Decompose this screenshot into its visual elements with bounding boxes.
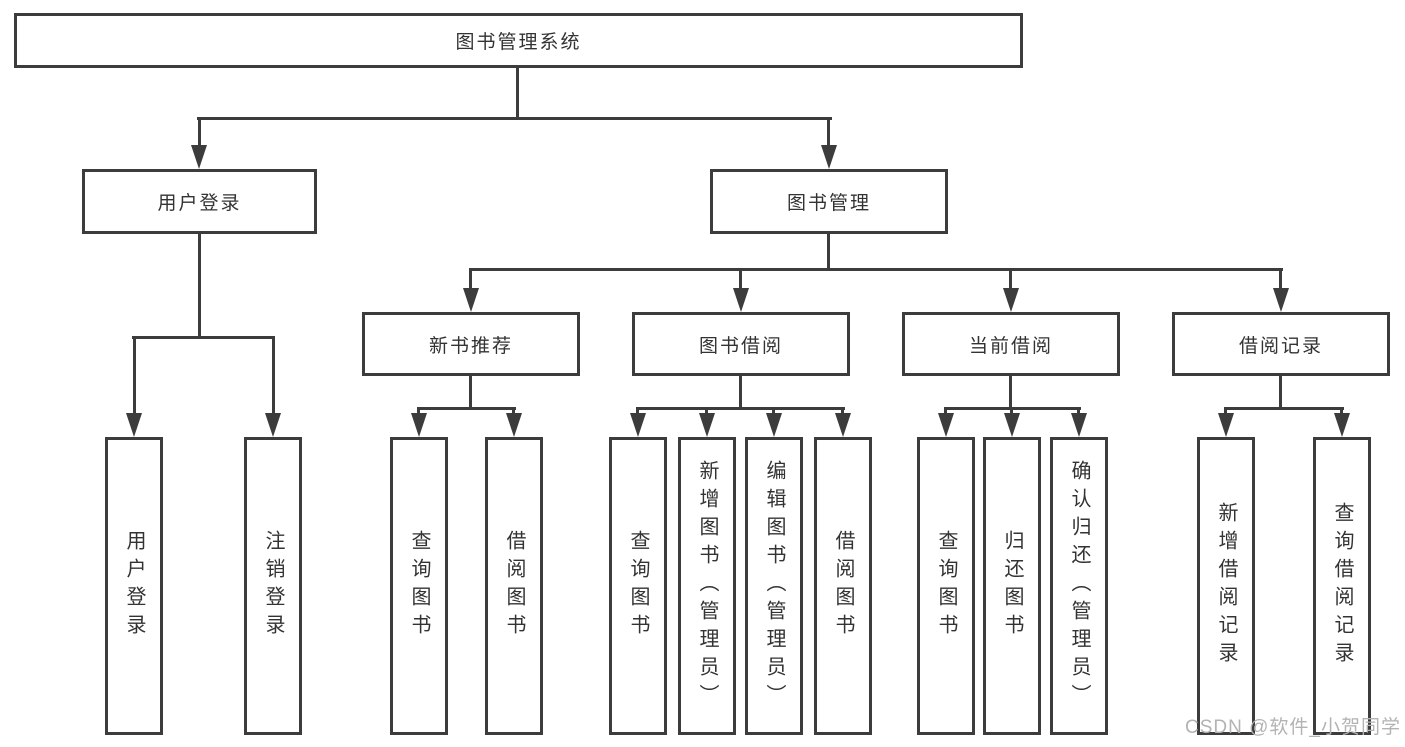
arrow-down-icon [265, 413, 281, 437]
arrow-down-icon [821, 145, 837, 169]
arrow-down-icon [1003, 288, 1019, 312]
connector-hline [469, 268, 1283, 271]
arrow-down-icon [126, 413, 142, 437]
connector-vline [272, 336, 275, 416]
node-new-book-recommendation: 新书推荐 [362, 312, 580, 376]
connector-vline [944, 407, 947, 416]
leaf-logout: 注销登录 [244, 437, 302, 735]
connector-vline [739, 268, 742, 292]
arrow-down-icon [506, 413, 522, 437]
leaf-query-books-recommend: 查询图书 [390, 437, 448, 735]
connector-vline [739, 376, 742, 410]
connector-vline [1077, 407, 1080, 416]
connector-hline [417, 407, 516, 410]
leaf-query-books-current: 查询图书 [917, 437, 975, 735]
connector-vline [469, 376, 472, 410]
arrow-down-icon [1071, 413, 1087, 437]
connector-vline [1224, 407, 1227, 416]
connector-vline [469, 268, 472, 292]
connector-vline [1279, 376, 1282, 410]
arrow-down-icon [191, 145, 207, 169]
connector-vline [827, 117, 830, 147]
arrow-down-icon [1334, 413, 1350, 437]
leaf-add-borrow-record: 新增借阅记录 [1197, 437, 1255, 735]
arrow-down-icon [463, 288, 479, 312]
connector-vline [1009, 268, 1012, 292]
arrow-down-icon [938, 413, 954, 437]
connector-hline [197, 117, 832, 120]
node-borrowing-records: 借阅记录 [1172, 312, 1390, 376]
leaf-user-login: 用户登录 [105, 437, 163, 735]
leaf-query-borrow-record: 查询借阅记录 [1313, 437, 1371, 735]
node-user-login: 用户登录 [82, 169, 317, 234]
connector-hline [636, 407, 845, 410]
csdn-watermark: CSDN @软件_小贺同学 [1185, 717, 1401, 738]
connector-vline [512, 407, 515, 416]
arrow-down-icon [1004, 413, 1020, 437]
leaf-query-books-borrowing: 查询图书 [609, 437, 667, 735]
arrow-down-icon [835, 413, 851, 437]
connector-vline [198, 234, 201, 339]
node-book-borrowing: 图书借阅 [632, 312, 850, 376]
arrow-down-icon [411, 413, 427, 437]
leaf-edit-book-admin: 编辑图书（管理员） [745, 437, 803, 735]
connector-vline [636, 407, 639, 416]
arrow-down-icon [733, 288, 749, 312]
connector-vline [198, 117, 201, 147]
connector-vline [841, 407, 844, 416]
connector-vline [1010, 407, 1013, 416]
arrow-down-icon [766, 413, 782, 437]
connector-vline [1279, 268, 1282, 292]
connector-vline [1340, 407, 1343, 416]
leaf-borrow-books: 借阅图书 [814, 437, 872, 735]
leaf-borrow-books-recommend: 借阅图书 [485, 437, 543, 735]
connector-vline [1009, 376, 1012, 410]
arrow-down-icon [1273, 288, 1289, 312]
node-library-management-system: 图书管理系统 [14, 13, 1023, 68]
connector-vline [516, 68, 519, 120]
arrow-down-icon [1218, 413, 1234, 437]
connector-vline [772, 407, 775, 416]
arrow-down-icon [630, 413, 646, 437]
leaf-return-book: 归还图书 [983, 437, 1041, 735]
connector-vline [133, 336, 136, 416]
node-book-management: 图书管理 [710, 169, 948, 234]
connector-hline [1224, 407, 1344, 410]
connector-vline [417, 407, 420, 416]
connector-hline [132, 336, 275, 339]
connector-vline [705, 407, 708, 416]
node-current-borrowing: 当前借阅 [902, 312, 1120, 376]
connector-vline [827, 234, 830, 271]
arrow-down-icon [699, 413, 715, 437]
leaf-confirm-return-admin: 确认归还（管理员） [1050, 437, 1108, 735]
leaf-add-book-admin: 新增图书（管理员） [678, 437, 736, 735]
